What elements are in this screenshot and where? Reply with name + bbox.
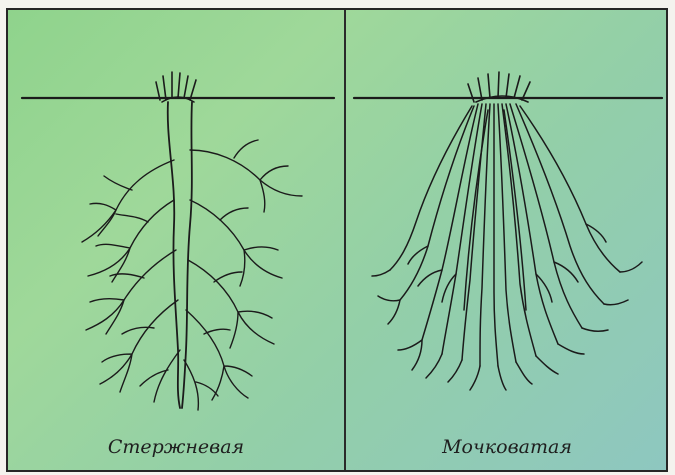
panel-fibrous: Мочковатая xyxy=(346,10,668,470)
caption-fibrous: Мочковатая xyxy=(346,436,668,458)
caption-taproot: Стержневая xyxy=(8,436,344,458)
taproot-illustration xyxy=(8,10,346,470)
fibrous-illustration xyxy=(346,10,668,470)
fibrous-roots xyxy=(372,104,642,390)
figure-frame: Стержневая xyxy=(6,8,668,472)
panel-taproot: Стержневая xyxy=(8,10,346,470)
